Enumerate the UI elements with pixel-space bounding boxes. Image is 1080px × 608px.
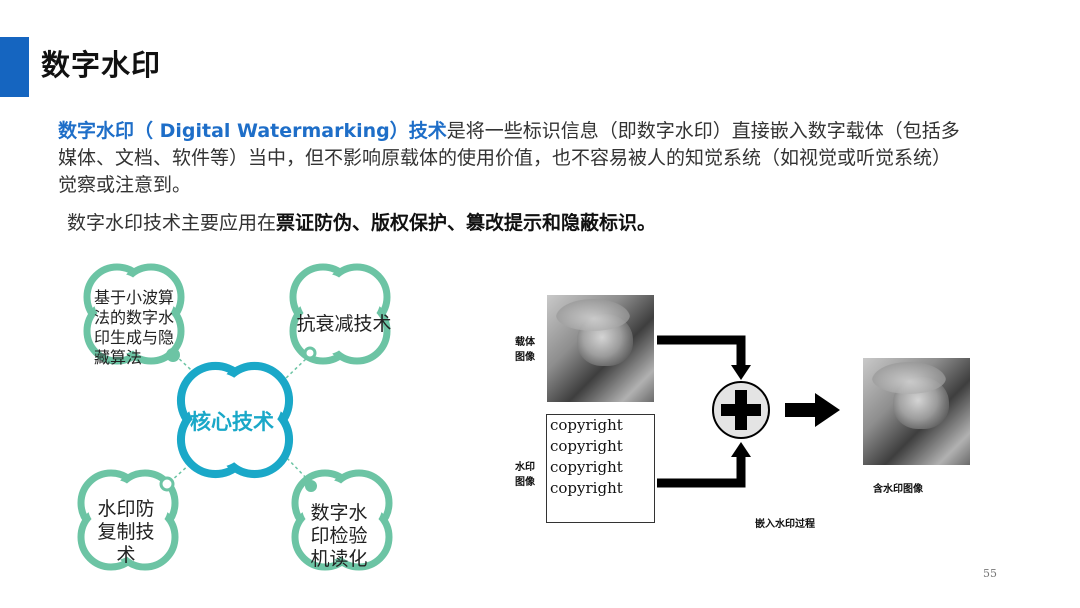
intro-paragraph: 数字水印（ Digital Watermarking）技术是将一些标识信息（即数… <box>58 118 968 199</box>
core-label: 核心技术 <box>190 410 274 434</box>
copyright-line: copyright <box>550 437 623 455</box>
page-number: 55 <box>983 567 997 580</box>
core-technology-diagram: 基于小波算法的数字水印生成与隐藏算法 抗衰减技术 水印防复制技术 数字水印检验机… <box>60 250 420 580</box>
watermarked-image-label: 含水印图像 <box>873 484 923 495</box>
carrier-image <box>547 295 654 402</box>
connector-dot <box>303 346 317 360</box>
diagram-graphic <box>60 250 420 580</box>
connector-dot <box>166 348 180 362</box>
connector-dot <box>159 476 175 492</box>
node-top-right-label: 抗衰减技术 <box>296 313 392 335</box>
right-arrow-icon <box>785 393 840 427</box>
process-caption: 嵌入水印过程 <box>755 519 815 530</box>
connector-bottom-left <box>169 454 201 483</box>
copyright-line: copyright <box>550 458 623 476</box>
watermarked-image <box>863 358 970 465</box>
node-bottom-left-label: 水印防复制技术 <box>97 498 155 566</box>
process-arrows <box>657 335 840 488</box>
watermark-arrow <box>657 455 746 488</box>
slide-title: 数字水印 <box>41 48 162 82</box>
node-bottom-right-label: 数字水印检验机读化 <box>310 502 368 570</box>
watermark-image-label: 水印图像 <box>515 462 535 488</box>
node-top-left-label: 基于小波算法的数字水印生成与隐藏算法 <box>94 288 175 367</box>
copyright-line: copyright <box>550 416 623 434</box>
watermark-process-figure: 载体图像 水印图像 copyright copyright copyright … <box>505 285 1025 545</box>
watermark-image: copyright copyright copyright copyright <box>546 414 655 523</box>
application-prefix: 数字水印技术主要应用在 <box>67 212 277 234</box>
carrier-image-label: 载体图像 <box>515 337 535 363</box>
carrier-arrow <box>657 335 746 367</box>
intro-text: 是将一些标识信息（即数字水印）直接嵌入数字载体（包括多媒体、文档、软件等）当中，… <box>58 120 960 196</box>
intro-highlight: 数字水印（ Digital Watermarking）技术 <box>58 120 447 142</box>
application-bold: 票证防伪、版权保护、篡改提示和隐蔽标识。 <box>276 212 657 234</box>
connector-dot <box>305 480 317 492</box>
application-line: 数字水印技术主要应用在票证防伪、版权保护、篡改提示和隐蔽标识。 <box>67 208 656 235</box>
copyright-line: copyright <box>550 479 623 497</box>
title-accent-bar <box>0 37 29 97</box>
